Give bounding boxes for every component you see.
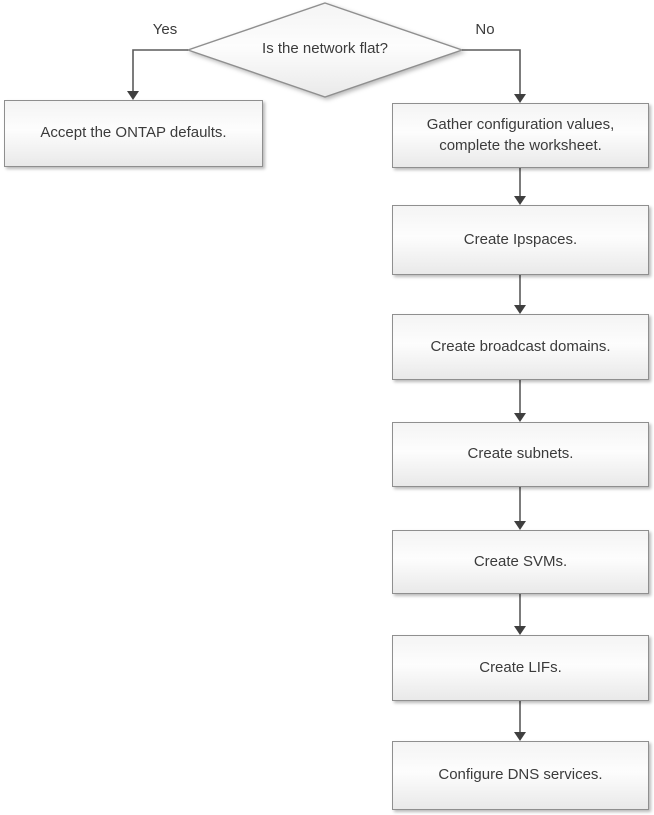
node-create-subnets: Create subnets. (392, 422, 649, 487)
arrowhead-step5-icon (514, 521, 526, 530)
yes-branch-connector (132, 49, 188, 91)
node-configure-dns-services: Configure DNS services. (392, 741, 649, 810)
arrowhead-step4-icon (514, 413, 526, 422)
node-accept-ontap-defaults: Accept the ONTAP defaults. (4, 100, 263, 167)
node-create-lifs: Create LIFs. (392, 635, 649, 701)
no-branch-connector (462, 49, 521, 94)
yes-branch-arrowhead-icon (127, 91, 139, 100)
decision-node-label: Is the network flat? (262, 40, 388, 57)
arrowhead-step7-icon (514, 732, 526, 741)
node-create-ipspaces: Create Ipspaces. (392, 205, 649, 275)
yes-branch-label: Yes (152, 21, 178, 38)
arrowhead-step2-icon (514, 196, 526, 205)
no-branch-label: No (475, 21, 495, 38)
node-create-svms: Create SVMs. (392, 530, 649, 594)
node-gather-configuration-values: Gather configuration values, complete th… (392, 103, 649, 168)
arrowhead-step6-icon (514, 626, 526, 635)
node-create-broadcast-domains: Create broadcast domains. (392, 314, 649, 380)
arrowhead-step3-icon (514, 305, 526, 314)
no-branch-arrowhead-icon (514, 94, 526, 103)
